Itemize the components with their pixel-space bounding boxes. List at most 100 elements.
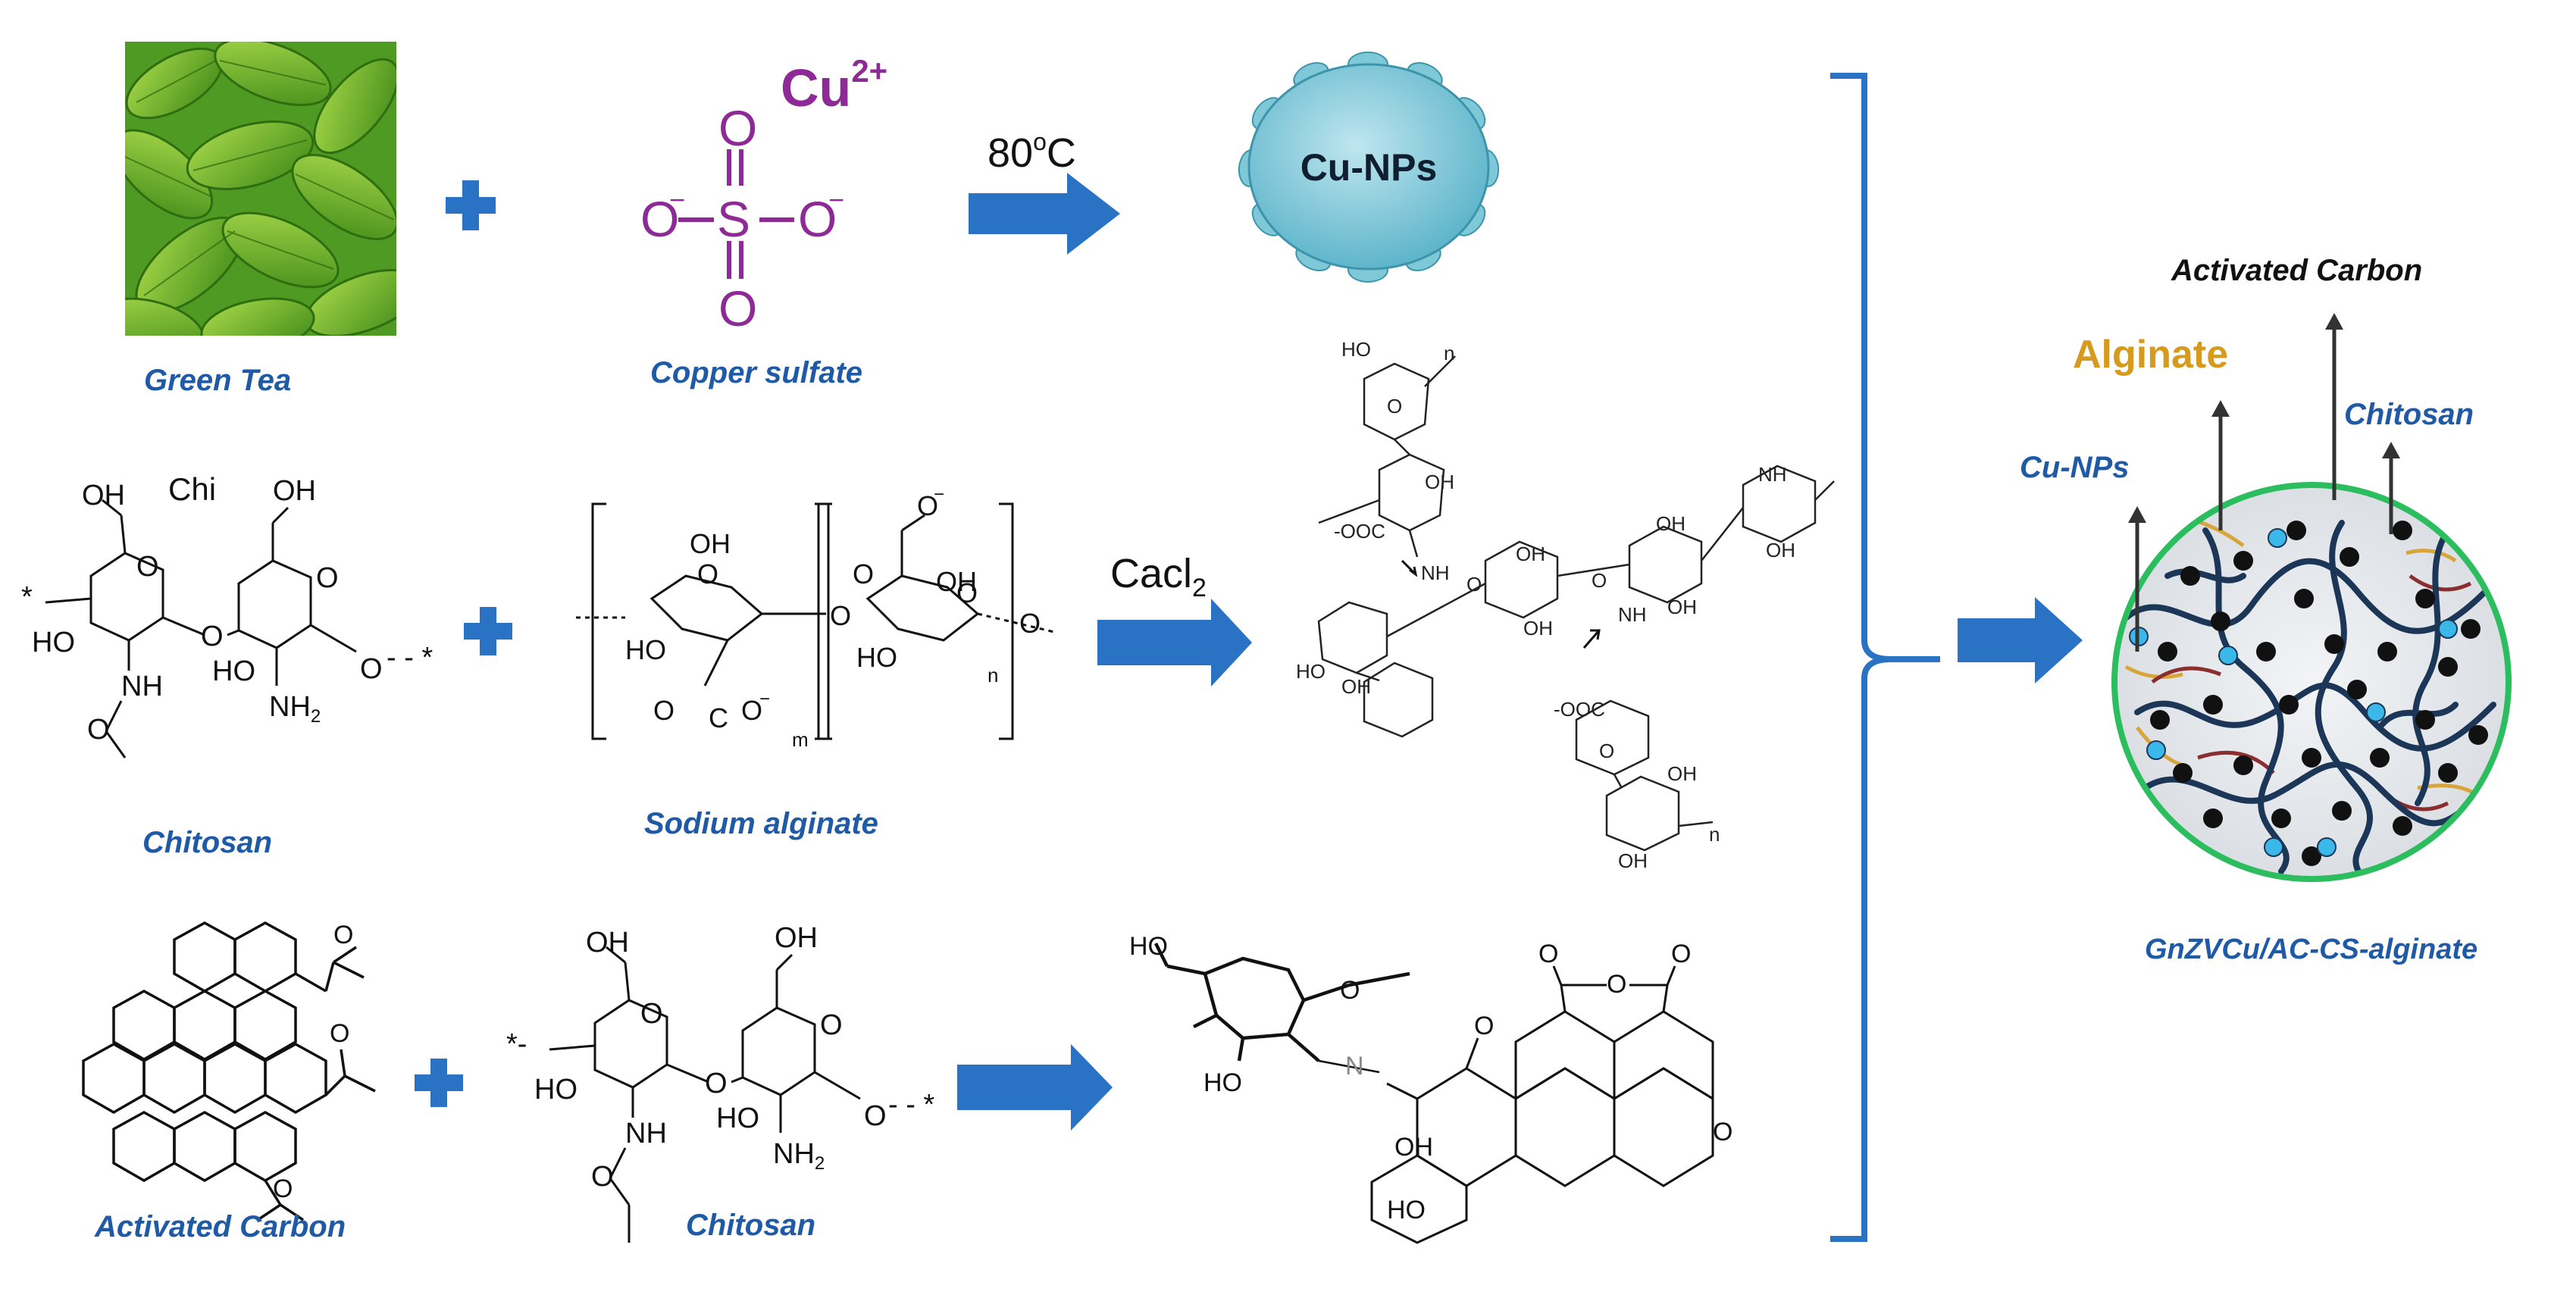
copper-sulfate-label: Copper sulfate [650,356,862,389]
chitosan-alginate-network [1317,355,1835,852]
svg-text:O: O [316,562,339,594]
svg-text:NH2: NH2 [773,1138,825,1174]
svg-text:*: * [21,581,33,613]
svg-text:NH2: NH2 [269,691,321,727]
activated-carbon-label: Activated Carbon [94,1210,346,1243]
svg-text:OH: OH [1425,471,1454,493]
reaction-arrow-icon [957,1044,1113,1131]
svg-text:O: O [718,280,757,336]
copper-sulfate-structure: O O O − S O − [640,100,844,336]
svg-text:HO: HO [534,1074,577,1106]
product-chitosan-label: Chitosan [2344,398,2474,431]
bracket-icon [1830,73,1940,1242]
svg-text:O: O [1387,395,1402,418]
bead-composite-icon [2111,482,2512,882]
component-pointer-arrows [2128,313,2400,652]
svg-text:S: S [717,191,750,247]
svg-text:O: O [798,191,837,247]
svg-text:O: O [640,998,663,1030]
svg-text:OH: OH [1341,675,1371,698]
svg-text:HO: HO [32,627,75,658]
svg-text:O: O [333,921,353,949]
product-cu-nps-label: Cu-NPs [2020,451,2129,484]
svg-text:O: O [1466,573,1482,596]
svg-text:-OOC: -OOC [1334,520,1385,543]
product-activated-carbon-label: Activated Carbon [2171,254,2422,287]
svg-text:−: − [669,184,685,215]
svg-text:N: N [1345,1052,1364,1081]
svg-text:OH: OH [1766,539,1795,561]
svg-text:*-: *- [506,1028,527,1060]
svg-text:OH: OH [273,475,316,507]
svg-text:HO: HO [625,634,666,665]
svg-text:O: O [653,695,675,726]
svg-text:OH: OH [1667,596,1697,618]
svg-text:O: O [1592,569,1607,592]
svg-text:HO: HO [1341,338,1371,361]
green-tea-image [125,42,396,336]
svg-text:n: n [1709,823,1720,846]
sodium-alginate-label: Sodium alginate [644,807,878,840]
reaction-arrow-icon [1097,599,1252,687]
svg-text:NH: NH [121,671,163,702]
svg-text:O: O [830,600,851,631]
chi-abbrev-label: Chi [168,471,216,507]
svg-text:OH: OH [1618,849,1648,872]
chitosan-carbon-conjugate [1153,942,1714,1244]
svg-text:- - *: - - * [888,1089,934,1121]
svg-text:OH: OH [1523,617,1553,640]
svg-text:O: O [705,1068,728,1099]
chitosan-label-2: Chitosan [686,1209,815,1242]
chitosan-structure-1 [45,499,357,758]
svg-text:HO: HO [1129,932,1168,961]
svg-text:O: O [1713,1118,1732,1146]
svg-text:OH: OH [775,922,818,954]
svg-text:OH: OH [82,480,125,511]
svg-text:O: O [591,1161,614,1193]
svg-text:OH: OH [936,566,977,597]
svg-text:O: O [136,551,159,583]
svg-text:−: − [828,184,844,215]
chitosan-structure-2 [549,946,861,1243]
reaction-arrow-icon [969,173,1120,255]
svg-text:−: − [934,484,944,505]
svg-text:- - *: - - * [387,642,433,674]
svg-text:O: O [1671,940,1691,968]
plus-icon [446,180,496,230]
plus-icon [415,1059,463,1107]
cacl2-label: Cacl2 [1110,551,1207,602]
svg-text:O: O [1340,976,1360,1005]
cu-nps-particle-label: Cu-NPs [1301,146,1438,189]
reaction-arrow-icon [1958,597,2083,683]
svg-text:n: n [1444,342,1454,364]
svg-text:O: O [718,100,757,156]
svg-text:OH: OH [586,927,629,959]
svg-text:O: O [201,621,224,652]
svg-text:O: O [864,1100,887,1132]
svg-text:O: O [1538,940,1558,968]
svg-text:−: − [759,689,770,709]
plus-icon [464,607,512,655]
svg-text:O: O [273,1174,293,1203]
svg-text:O: O [360,653,383,685]
svg-text:HO: HO [856,642,897,673]
svg-text:NH: NH [625,1118,667,1149]
svg-text:O: O [1474,1012,1494,1040]
svg-text:O: O [820,1009,843,1041]
svg-text:C: C [709,702,728,733]
svg-text:O: O [640,191,679,247]
svg-text:O: O [1607,970,1626,999]
svg-text:O: O [1599,740,1614,762]
svg-text:O: O [697,558,718,590]
activated-carbon-structure [82,921,376,1221]
svg-text:NH: NH [1421,561,1450,584]
svg-text:O: O [853,558,874,590]
svg-text:OH: OH [1656,512,1686,535]
svg-text:NH: NH [1618,603,1647,626]
green-tea-label: Green Tea [144,364,291,397]
svg-text:OH: OH [1394,1133,1433,1162]
svg-text:HO: HO [1387,1196,1426,1224]
svg-text:HO: HO [1296,660,1326,683]
